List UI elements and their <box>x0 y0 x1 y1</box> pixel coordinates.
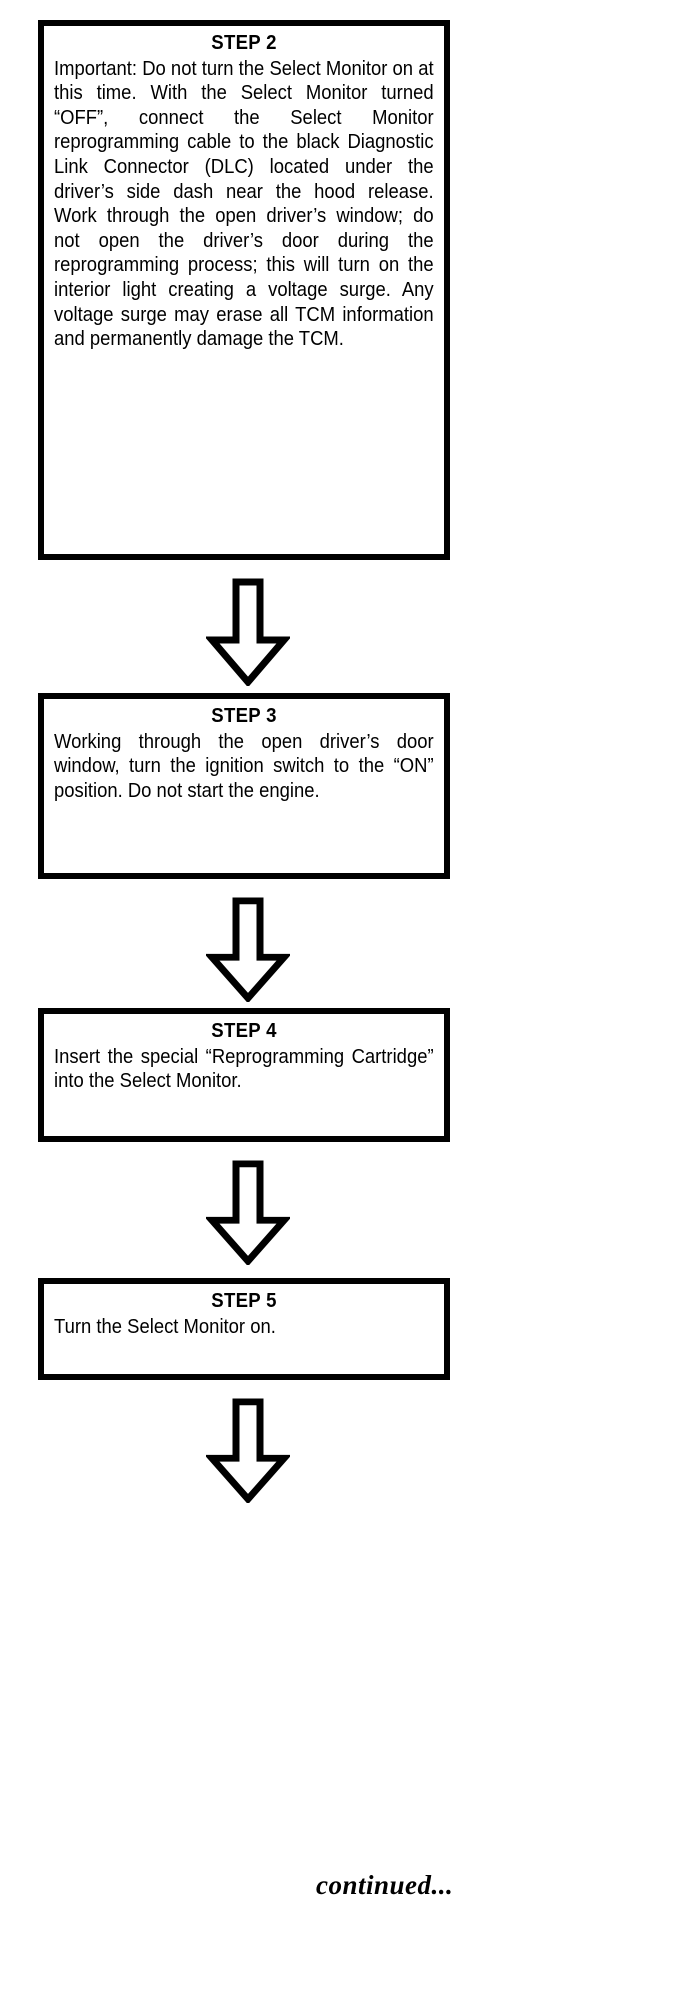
step-box-step-5: STEP 5 Turn the Select Monitor on. <box>38 1278 450 1380</box>
down-arrow-icon <box>206 578 290 686</box>
step-body-step-4: Insert the special “Reprogramming Cartri… <box>54 1044 434 1093</box>
down-arrow-icon <box>206 1398 290 1503</box>
step-title-step-4: STEP 4 <box>211 1020 277 1042</box>
step-title-step-2: STEP 2 <box>211 32 277 54</box>
step-body-step-5: Turn the Select Monitor on. <box>54 1314 276 1338</box>
step-body-step-3: Working through the open driver’s door w… <box>54 729 434 802</box>
down-arrow-icon <box>206 897 290 1002</box>
down-arrow-icon <box>206 1160 290 1265</box>
step-body-step-2: Important: Do not turn the Select Monito… <box>54 56 434 351</box>
step-box-step-3: STEP 3 Working through the open driver’s… <box>38 693 450 879</box>
step-title-step-3: STEP 3 <box>211 705 277 727</box>
step-box-step-4: STEP 4 Insert the special “Reprogramming… <box>38 1008 450 1142</box>
step-box-step-2: STEP 2 Important: Do not turn the Select… <box>38 20 450 560</box>
step-title-step-5: STEP 5 <box>211 1290 277 1312</box>
continued-label: continued... <box>316 1870 454 1900</box>
